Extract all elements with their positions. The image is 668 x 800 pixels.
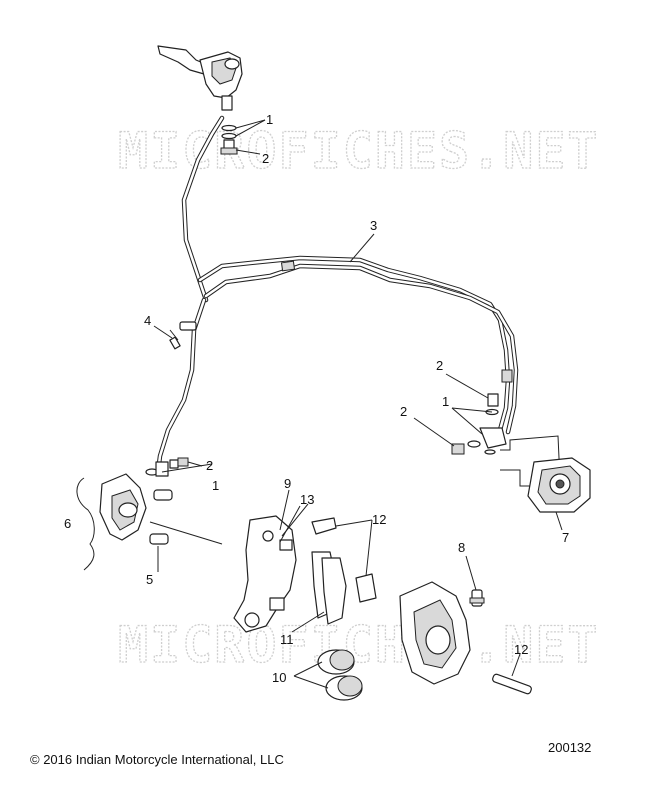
left-caliper-assembly	[76, 473, 173, 571]
brake-hoses	[155, 115, 519, 475]
caliper-housing	[399, 581, 471, 685]
copyright-notice: © 2016 Indian Motorcycle International, …	[30, 752, 284, 767]
callout-1-top: 1	[266, 112, 273, 127]
caliper-slide-pin	[492, 673, 532, 695]
abs-module	[500, 435, 591, 513]
callout-3: 3	[370, 218, 377, 233]
master-cylinder	[157, 45, 243, 111]
caliper-pistons	[317, 649, 363, 701]
caliper-pin	[149, 521, 223, 545]
watermark-bottom: MICROFICHES.NET	[118, 616, 600, 674]
diagram-reference-number: 200132	[548, 740, 592, 755]
callout-2-top: 2	[262, 151, 269, 166]
callout-10: 10	[272, 670, 286, 685]
callout-2-right-upper: 2	[436, 358, 443, 373]
brake-pads	[311, 551, 347, 625]
callout-5: 5	[146, 572, 153, 587]
callout-7: 7	[562, 530, 569, 545]
hose-clamp	[169, 321, 197, 350]
callout-2-left: 2	[206, 458, 213, 473]
bleeder-valve	[469, 589, 485, 607]
callout-1-left: 1	[212, 478, 219, 493]
caliper-bracket	[233, 515, 297, 633]
callouts: 1 2 3 4 2 1 2 2 1 6 5 9 13 12 7 8 11 10 …	[64, 112, 569, 685]
callout-9: 9	[284, 476, 291, 491]
callout-11: 11	[280, 632, 294, 647]
callout-6: 6	[64, 516, 71, 531]
right-banjo-fittings	[451, 393, 507, 455]
callout-4: 4	[144, 313, 151, 328]
leader-lines	[153, 119, 563, 689]
callout-13: 13	[300, 492, 314, 507]
callout-2-right-lower: 2	[400, 404, 407, 419]
watermark-top: MICROFICHES.NET	[118, 122, 600, 180]
lower-left-banjo-fitting	[145, 457, 189, 477]
callout-12-bottom: 12	[514, 642, 528, 657]
callout-1-right: 1	[442, 394, 449, 409]
callout-8: 8	[458, 540, 465, 555]
pad-spring	[311, 517, 377, 603]
callout-12-top: 12	[372, 512, 386, 527]
